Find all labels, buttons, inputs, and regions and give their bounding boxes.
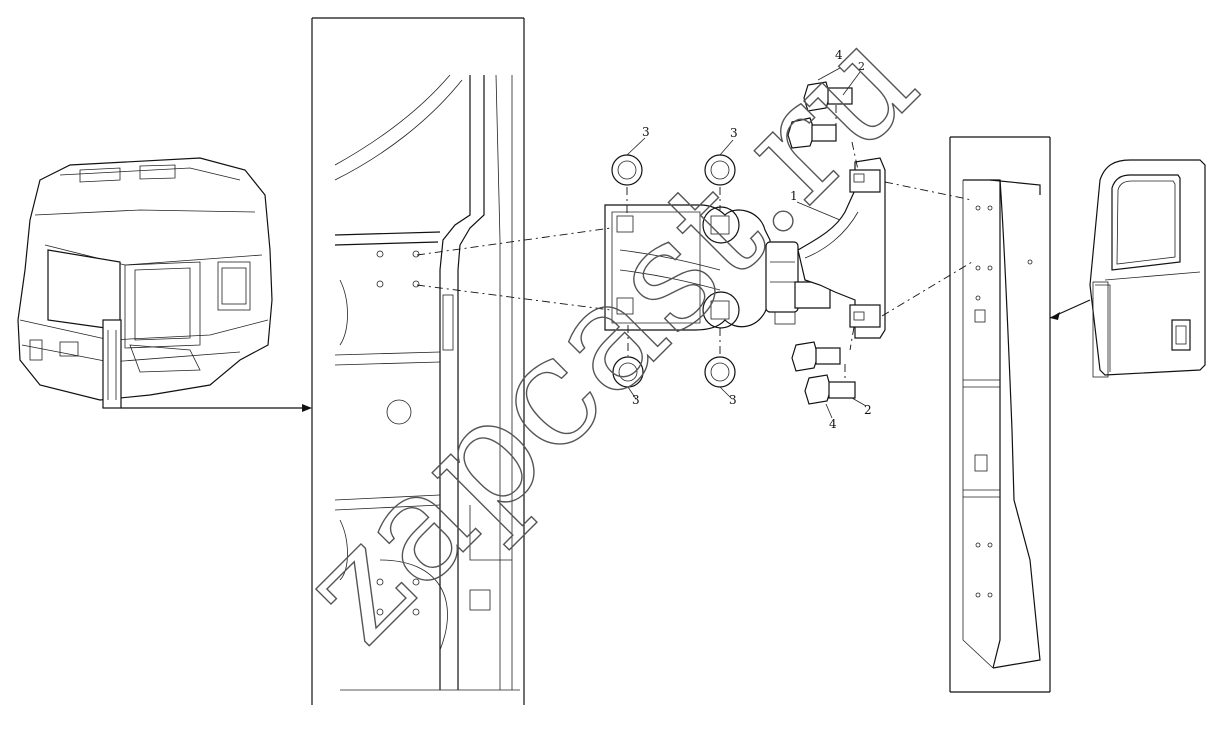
cab-pillar-detail xyxy=(334,74,520,691)
callout-nut-bottom-left: 3 xyxy=(632,393,640,407)
hinge-bolt-top-1 xyxy=(803,81,853,112)
callout-hinge: 1 xyxy=(790,189,798,203)
watermark-text: zapcast.ru xyxy=(267,0,949,675)
assembly-center-lines xyxy=(416,105,973,382)
callout-labels: 3 3 3 3 4 2 1 4 2 xyxy=(626,48,872,431)
watermark: zapcast.ru xyxy=(267,0,951,676)
callout-nut-top-right: 3 xyxy=(730,126,738,140)
door-edge-detail-frame xyxy=(949,136,1051,693)
callout-nut-top-left: 3 xyxy=(642,125,650,139)
door-hinge-assembly xyxy=(604,157,886,339)
hinge-nut-top-left xyxy=(611,154,643,186)
callout-bolt-washer-bottom: 2 xyxy=(864,403,872,417)
truck-cab-illustration xyxy=(17,157,308,409)
hinge-nut-bottom-right xyxy=(704,356,736,388)
callout-bolt-top: 4 xyxy=(835,48,843,62)
callout-nut-bottom-right: 3 xyxy=(729,393,737,407)
hinge-bolt-top-2 xyxy=(787,117,837,149)
cab-door-illustration xyxy=(1089,159,1206,378)
callout-bolt-bottom: 4 xyxy=(829,417,837,431)
callout-bolt-washer-top: 2 xyxy=(858,60,865,73)
hinge-bolt-bottom-1 xyxy=(791,341,841,372)
cab-pillar-detail-frame xyxy=(302,17,525,705)
door-edge-detail xyxy=(962,179,1091,669)
hinge-bolt-bottom-2 xyxy=(804,374,856,405)
